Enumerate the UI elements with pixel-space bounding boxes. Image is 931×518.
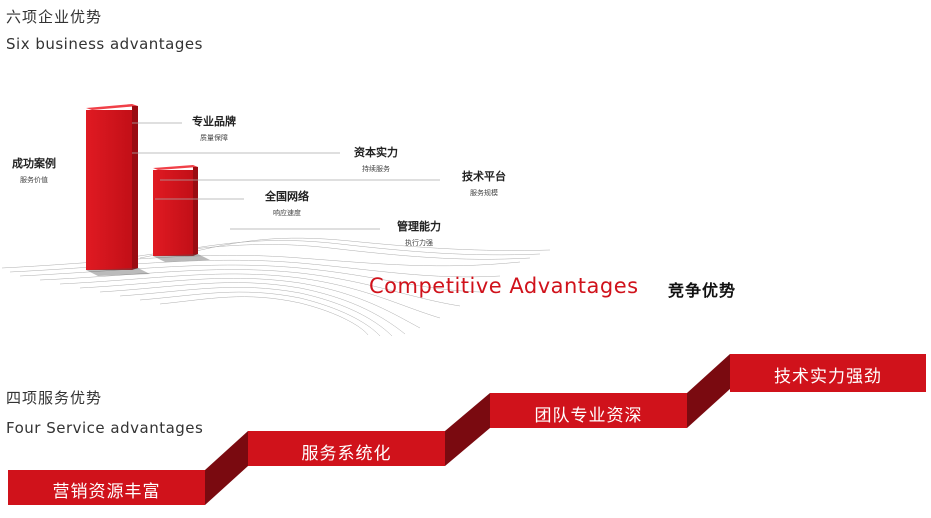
advantage-tech: 技术平台 服务规模 — [456, 168, 512, 198]
section1-title-cn: 六项企业优势 — [6, 8, 103, 26]
step-3-label: 团队专业资深 — [534, 406, 643, 426]
advantage-sub: 服务价值 — [20, 176, 48, 184]
step-1-face — [8, 470, 205, 505]
competitive-title-en: Competitive Advantages — [369, 274, 639, 298]
step-staircase — [8, 354, 926, 505]
step-3-face — [490, 393, 687, 428]
step-1-label: 营销资源丰富 — [52, 482, 161, 502]
advantage-title: 管理能力 — [397, 220, 441, 233]
advantage-title: 资本实力 — [354, 146, 398, 159]
advantage-sub: 响应速度 — [273, 209, 301, 217]
section2-title-cn: 四项服务优势 — [6, 389, 103, 407]
bar-tall — [86, 104, 150, 276]
section2-title-en: Four Service advantages — [6, 419, 204, 437]
advantage-capital: 资本实力 持续服务 — [348, 144, 404, 174]
bar-short — [153, 165, 210, 262]
advantage-brand: 专业品牌 质量保障 — [186, 113, 242, 143]
step-3-side — [687, 354, 730, 428]
step-4-label: 技术实力强劲 — [774, 367, 882, 387]
advantage-sub: 质量保障 — [200, 134, 228, 142]
leader-lines — [132, 122, 440, 230]
competitive-title-cn: 竞争优势 — [668, 281, 737, 300]
advantage-case: 成功案例 服务价值 — [6, 155, 62, 185]
advantage-title: 全国网络 — [265, 190, 309, 203]
advantage-sub: 服务规模 — [470, 189, 498, 197]
step-2-face — [248, 431, 445, 466]
advantage-title: 专业品牌 — [192, 115, 236, 128]
advantage-title: 成功案例 — [12, 157, 56, 170]
step-4-face — [730, 354, 926, 392]
advantage-management: 管理能力 执行力强 — [391, 218, 447, 248]
advantage-network: 全国网络 响应速度 — [259, 188, 315, 218]
advantage-sub: 执行力强 — [405, 239, 433, 247]
advantage-sub: 持续服务 — [362, 165, 390, 173]
advantage-title: 技术平台 — [462, 170, 506, 183]
step-2-side — [445, 393, 490, 466]
step-1-side — [205, 431, 248, 505]
step-2-label: 服务系统化 — [301, 444, 392, 464]
section1-title-en: Six business advantages — [6, 35, 203, 53]
